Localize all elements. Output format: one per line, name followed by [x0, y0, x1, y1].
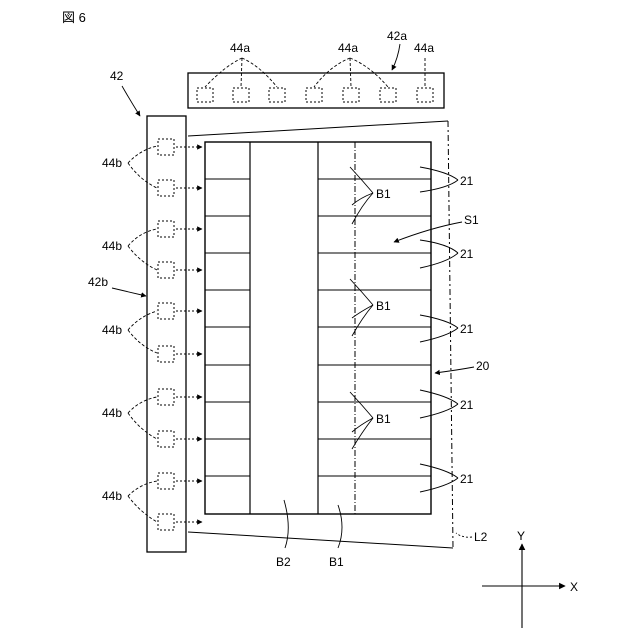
emitter-44a-2 — [233, 88, 249, 102]
label-44a-1: 44a — [230, 41, 250, 55]
label-b2: B2 — [276, 555, 291, 569]
label-21-3: 21 — [460, 322, 474, 336]
emitter-arrows — [176, 147, 202, 522]
label-l2: L2 — [474, 530, 488, 544]
label-20: 20 — [476, 359, 490, 373]
leader-b2 — [284, 500, 288, 548]
b1-leaders — [350, 167, 373, 449]
label-44a-3: 44a — [414, 41, 434, 55]
label-44b-3: 44b — [102, 323, 122, 337]
label-44b-2: 44b — [102, 239, 122, 253]
leader-20 — [435, 367, 474, 373]
leaders-44b — [128, 146, 157, 522]
label-44b-1: 44b — [102, 156, 122, 170]
coverage-area-l2 — [188, 121, 453, 548]
emitter-44a-1 — [197, 88, 213, 102]
leader-42a — [392, 44, 400, 70]
label-44a-2: 44a — [338, 41, 358, 55]
axis-indicator — [482, 544, 565, 628]
label-42: 42 — [110, 69, 124, 83]
leader-42 — [122, 86, 140, 116]
figure-title: 図 6 — [62, 10, 86, 25]
leader-l2 — [456, 533, 472, 537]
leader-42b — [112, 288, 146, 296]
label-42a: 42a — [387, 29, 407, 43]
label-b1-1: B1 — [376, 187, 391, 201]
grid-rows-right — [318, 179, 431, 476]
emitter-44a-4 — [306, 88, 322, 102]
emitter-44a-3 — [269, 88, 285, 102]
axis-label-y: Y — [517, 529, 525, 543]
label-b1-2: B1 — [376, 299, 391, 313]
leader-s1 — [394, 222, 462, 242]
emitter-44a-6 — [380, 88, 396, 102]
left-emitters-44b — [158, 139, 174, 530]
emitter-44a-7 — [417, 88, 433, 102]
grid-columns — [250, 142, 318, 514]
label-21-1: 21 — [460, 174, 474, 188]
label-b1-bottom: B1 — [329, 555, 344, 569]
emitter-44a-5 — [343, 88, 359, 102]
axis-label-x: X — [570, 580, 578, 594]
label-s1: S1 — [464, 213, 479, 227]
top-emitters-44a — [197, 88, 433, 102]
label-44b-4: 44b — [102, 406, 122, 420]
emitter-bar-42b — [147, 116, 186, 552]
label-21-4: 21 — [460, 398, 474, 412]
label-42b: 42b — [88, 275, 108, 289]
emitter-bar-42a — [188, 73, 444, 108]
label-b1-3: B1 — [376, 412, 391, 426]
label-21-5: 21 — [460, 472, 474, 486]
grid-rows-left — [205, 179, 250, 476]
label-21-2: 21 — [460, 247, 474, 261]
label-44b-5: 44b — [102, 489, 122, 503]
